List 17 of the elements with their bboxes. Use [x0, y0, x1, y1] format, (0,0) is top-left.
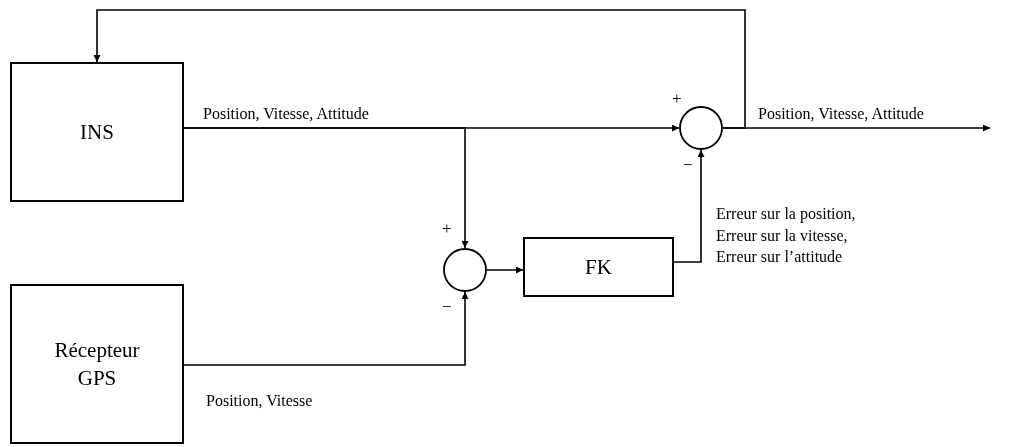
arrow [486, 266, 524, 274]
sign-label: − [442, 298, 452, 315]
block-label: Récepteur GPS [53, 336, 141, 392]
arrow [93, 9, 746, 129]
sign-label: + [442, 220, 452, 237]
arrow [183, 127, 469, 249]
summing-junction [443, 248, 487, 292]
summing-junction [679, 106, 723, 150]
sign-label: − [683, 156, 693, 173]
block-label: FK [585, 253, 612, 281]
arrow [183, 291, 469, 366]
block [10, 62, 184, 202]
block [523, 237, 674, 297]
block [10, 284, 184, 444]
sign-label: + [672, 90, 682, 107]
block-label: INS [80, 118, 114, 146]
arrow [673, 149, 705, 263]
